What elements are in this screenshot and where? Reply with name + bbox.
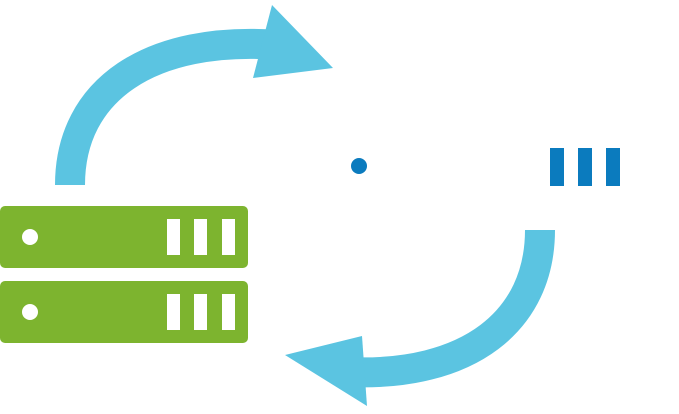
power-light — [22, 304, 38, 320]
lower-arrow-head — [285, 336, 367, 406]
lower-arrow-shaft — [344, 229, 555, 388]
power-light — [22, 229, 38, 245]
local-server-stack — [0, 206, 248, 343]
drive-slot — [194, 294, 207, 330]
server-unit-top — [0, 206, 248, 268]
drive-slot — [167, 294, 180, 330]
server-unit-body — [0, 206, 248, 268]
drive-slot — [606, 148, 620, 186]
remote-server-stack — [351, 148, 620, 186]
drive-slot — [550, 148, 564, 186]
drive-slot — [194, 219, 207, 255]
drive-slot — [222, 294, 235, 330]
curved-arrow-up-right-icon — [55, 5, 333, 186]
upper-arrow-shaft — [55, 28, 282, 186]
drive-slot — [578, 148, 592, 186]
curved-arrow-down-left-icon — [285, 229, 555, 406]
server-unit-body — [0, 281, 248, 343]
upper-arrow-head — [253, 5, 333, 78]
drive-slot — [167, 219, 180, 255]
drive-slot — [222, 219, 235, 255]
server-unit-bottom — [0, 281, 248, 343]
power-light — [351, 158, 367, 174]
